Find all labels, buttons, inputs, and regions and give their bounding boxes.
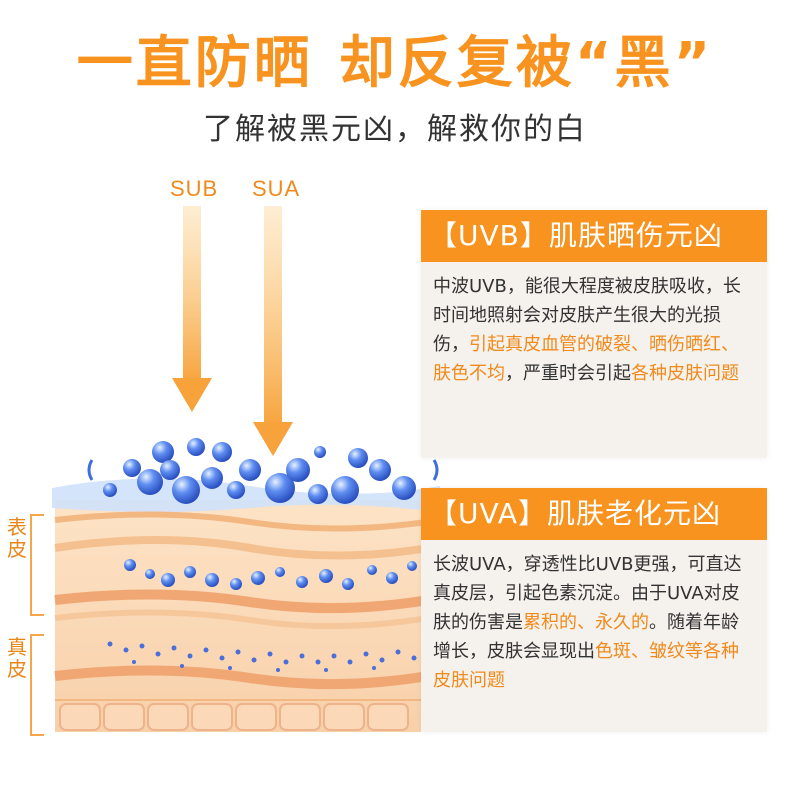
uva-card-title: 【UVA】肌肤老化元凶 xyxy=(421,488,767,540)
page-headline: 一直防晒却反复被“黑” xyxy=(0,18,790,99)
dermis-label: 真皮 xyxy=(7,635,27,681)
arrow-down-icon xyxy=(253,206,293,456)
uv-molecule-icon xyxy=(124,559,417,590)
uv-molecule-icon xyxy=(103,438,416,504)
uva-text-1: 长波UVA，穿透性比UVB更强，可直达真皮层，引起色素沉淀。由于UVA对皮肤的伤… xyxy=(433,554,742,633)
skin-layers xyxy=(52,478,441,732)
uva-highlight-2: 色斑、皱纹等各种皮肤问题 xyxy=(433,641,739,691)
ray-label-left: SUB xyxy=(170,176,219,201)
wave-icon xyxy=(432,459,439,481)
uv-molecule-icon xyxy=(107,641,417,672)
ray-label-right: SUA xyxy=(252,176,301,201)
uvb-text-2: ，严重时会引起 xyxy=(505,363,631,384)
epidermis-bracket xyxy=(30,514,44,616)
arrow-down-icon xyxy=(172,206,212,412)
dermis-bracket xyxy=(30,634,44,736)
uvb-info-card: 【UVB】肌肤晒伤元凶 中波UVB，能很大程度被皮肤吸收，长时间地照射会对皮肤产… xyxy=(421,210,767,458)
uvb-card-title: 【UVB】肌肤晒伤元凶 xyxy=(421,210,767,262)
wave-icon xyxy=(87,459,94,481)
uva-info-card: 【UVA】肌肤老化元凶 长波UVA，穿透性比UVB更强，可直达真皮层，引起色素沉… xyxy=(421,488,767,732)
uvb-text-1: 中波UVB，能很大程度被皮肤吸收，长时间地照射会对皮肤产生很大的光损伤， xyxy=(433,276,741,355)
uva-text-2: 。随着年龄增长，皮肤会显现出 xyxy=(433,612,739,662)
uva-card-body: 长波UVA，穿透性比UVB更强，可直达真皮层，引起色素沉淀。由于UVA对皮肤的伤… xyxy=(421,540,767,705)
uvb-card-body: 中波UVB，能很大程度被皮肤吸收，长时间地照射会对皮肤产生很大的光损伤，引起真皮… xyxy=(421,262,767,398)
uvb-highlight-2: 各种皮肤问题 xyxy=(631,363,739,384)
uva-highlight-1: 累积的、永久的 xyxy=(523,612,649,633)
page-subheading: 了解被黑元凶，解救你的白 xyxy=(203,112,587,147)
uvb-highlight-1: 引起真皮血管的破裂、晒伤晒红、肤色不均 xyxy=(433,334,739,384)
epidermis-label: 表皮 xyxy=(7,515,27,561)
headline-part-1: 一直防晒 xyxy=(76,31,313,96)
headline-part-2: 却反复被“黑” xyxy=(338,31,714,96)
